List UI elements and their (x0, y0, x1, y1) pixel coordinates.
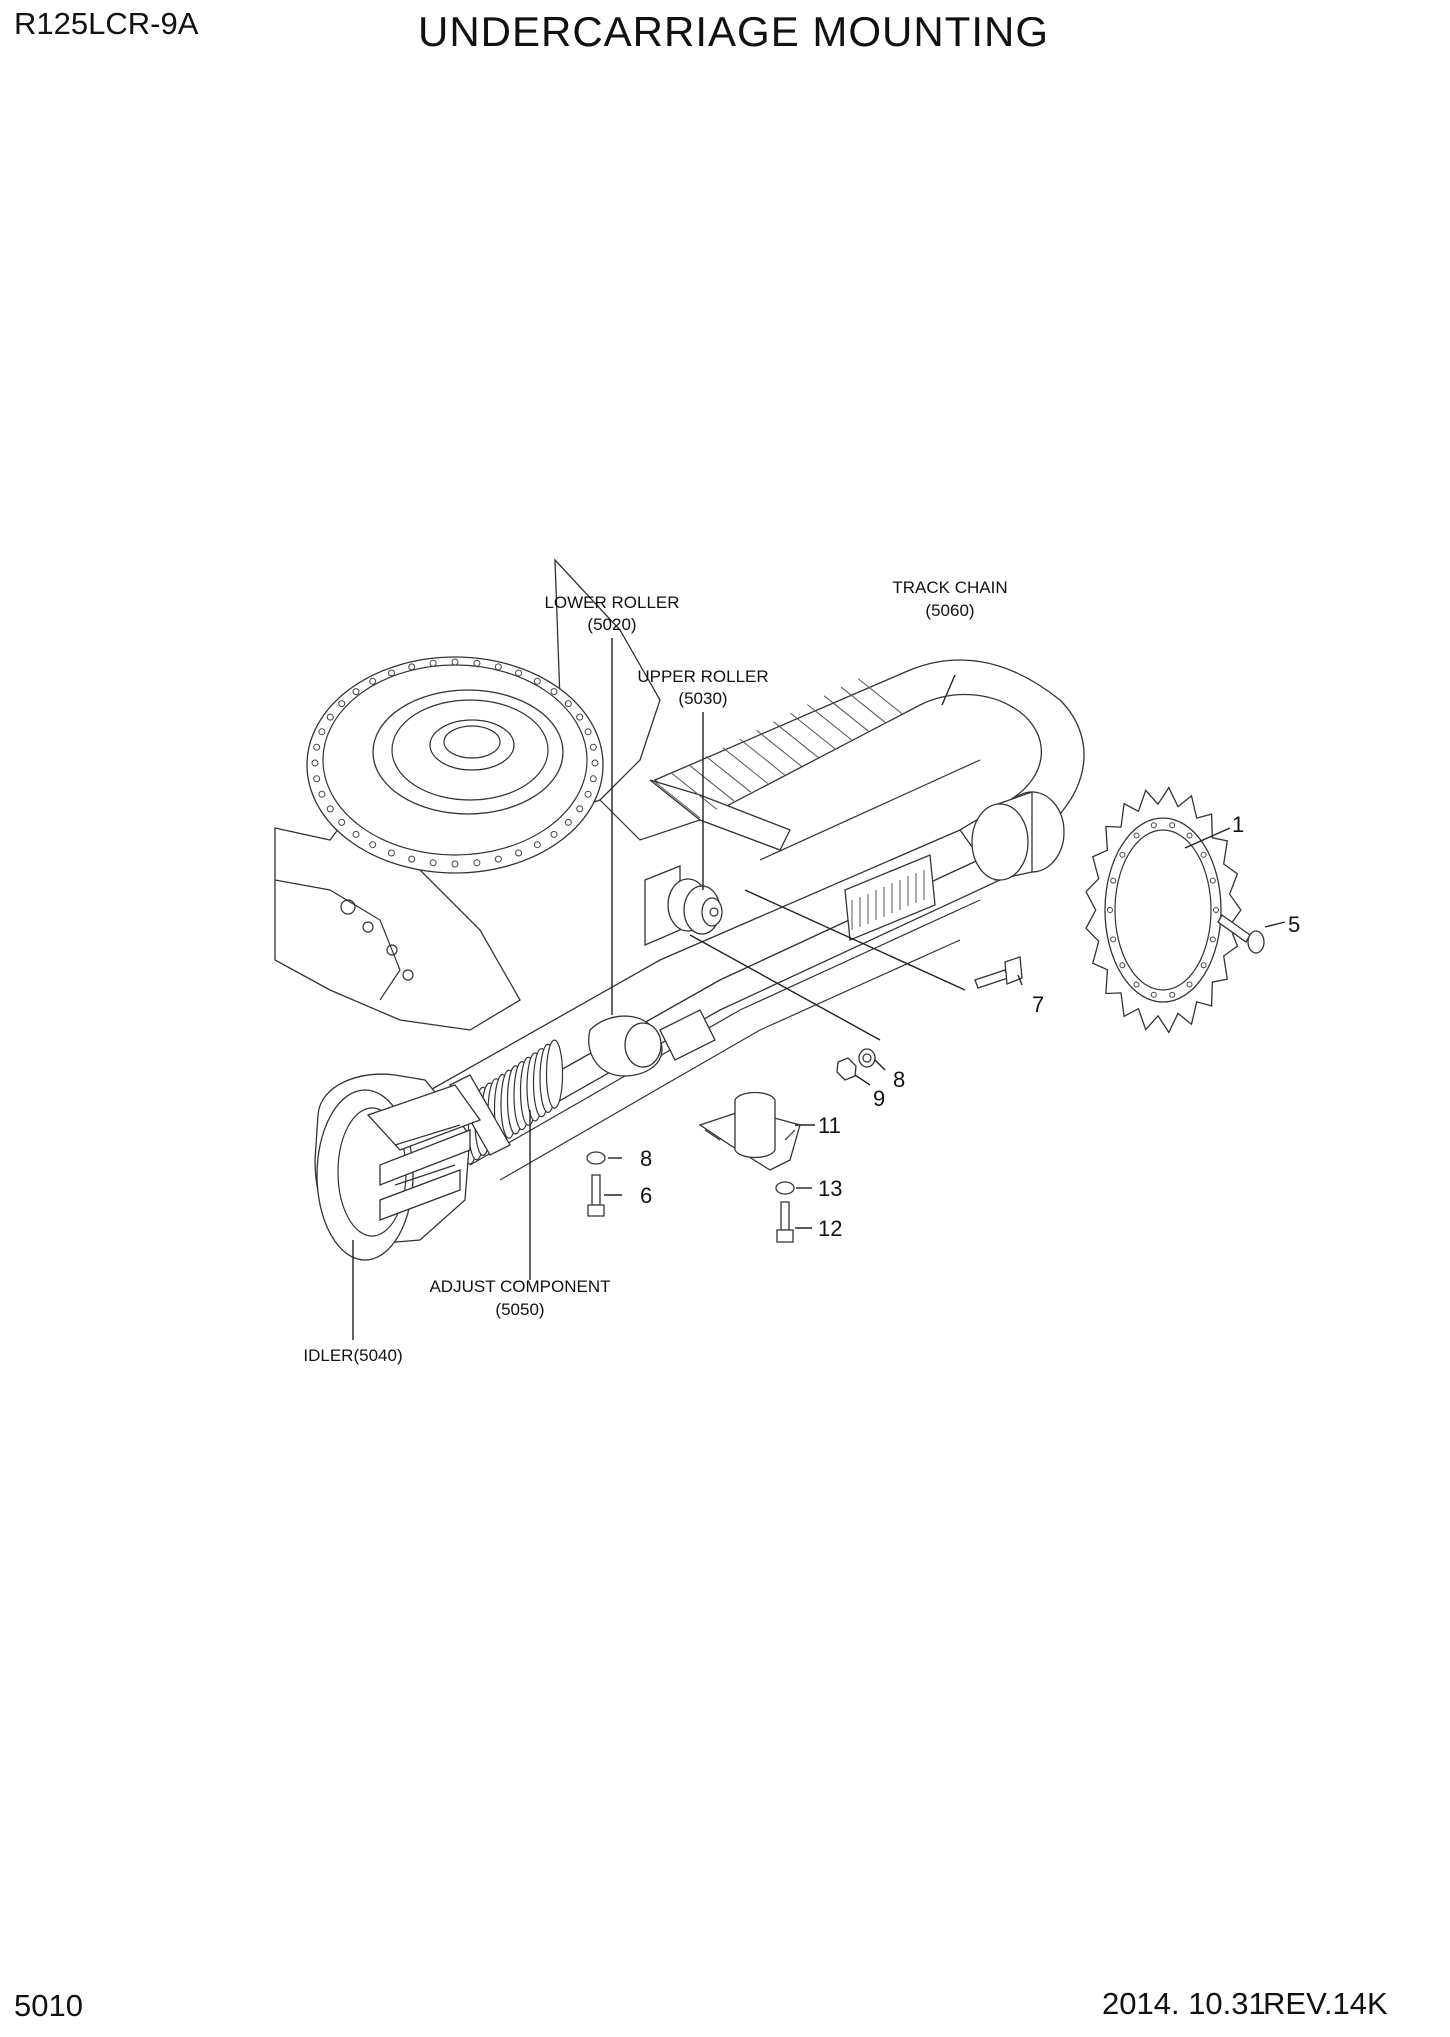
track-chain-code: (5060) (925, 601, 974, 620)
callout-8-upper: 8 (893, 1067, 905, 1092)
adjust-component (449, 1039, 564, 1165)
rock-guard-11 (698, 1091, 801, 1171)
callout-6: 6 (640, 1183, 652, 1208)
lower-roller (588, 1009, 716, 1077)
final-drive (971, 791, 1065, 881)
track-chain-label: TRACK CHAIN (892, 578, 1007, 597)
callout-7: 7 (1032, 992, 1044, 1017)
upper-roller (644, 865, 723, 946)
callout-13: 13 (818, 1176, 842, 1201)
washer-8-upper (858, 1048, 876, 1068)
callout-9: 9 (873, 1086, 885, 1111)
nut-9 (836, 1057, 857, 1081)
bolt-5 (1217, 914, 1265, 954)
bolt-12 (776, 1201, 794, 1243)
leader-lines (352, 638, 1286, 1340)
callout-8-lower: 8 (640, 1146, 652, 1171)
revision-code: REV.14K (1263, 1986, 1388, 2021)
bolt-6 (587, 1174, 605, 1217)
roller-guard (844, 854, 936, 941)
callout-1: 1 (1232, 812, 1244, 837)
sprocket (1085, 786, 1242, 1034)
washer-8-lower (586, 1151, 606, 1165)
lower-roller-label: LOWER ROLLER (544, 593, 679, 612)
bolt-7 (974, 956, 1023, 989)
slewing-ring (306, 656, 604, 874)
callout-11: 11 (818, 1113, 841, 1138)
model-code: R125LCR-9A (14, 6, 199, 41)
page-number: 5010 (14, 1988, 83, 2023)
adjust-component-code: (5050) (495, 1300, 544, 1319)
revision-date: 2014. 10.31 (1102, 1986, 1266, 2021)
part-labels: LOWER ROLLER (5020) UPPER ROLLER (5030) … (303, 578, 1007, 1365)
callout-12: 12 (818, 1216, 842, 1241)
callout-numbers: 1 5 7 8 9 8 11 8 6 13 12 (640, 812, 1300, 1241)
callout-5: 5 (1288, 912, 1300, 937)
idler-label: IDLER(5040) (303, 1346, 402, 1365)
lower-roller-code: (5020) (587, 615, 636, 634)
upper-roller-label: UPPER ROLLER (637, 667, 768, 686)
washer-13 (775, 1181, 795, 1195)
idler (314, 1073, 482, 1261)
upper-roller-code: (5030) (678, 689, 727, 708)
page-title: UNDERCARRIAGE MOUNTING (418, 8, 1050, 55)
adjust-component-label: ADJUST COMPONENT (429, 1277, 610, 1296)
